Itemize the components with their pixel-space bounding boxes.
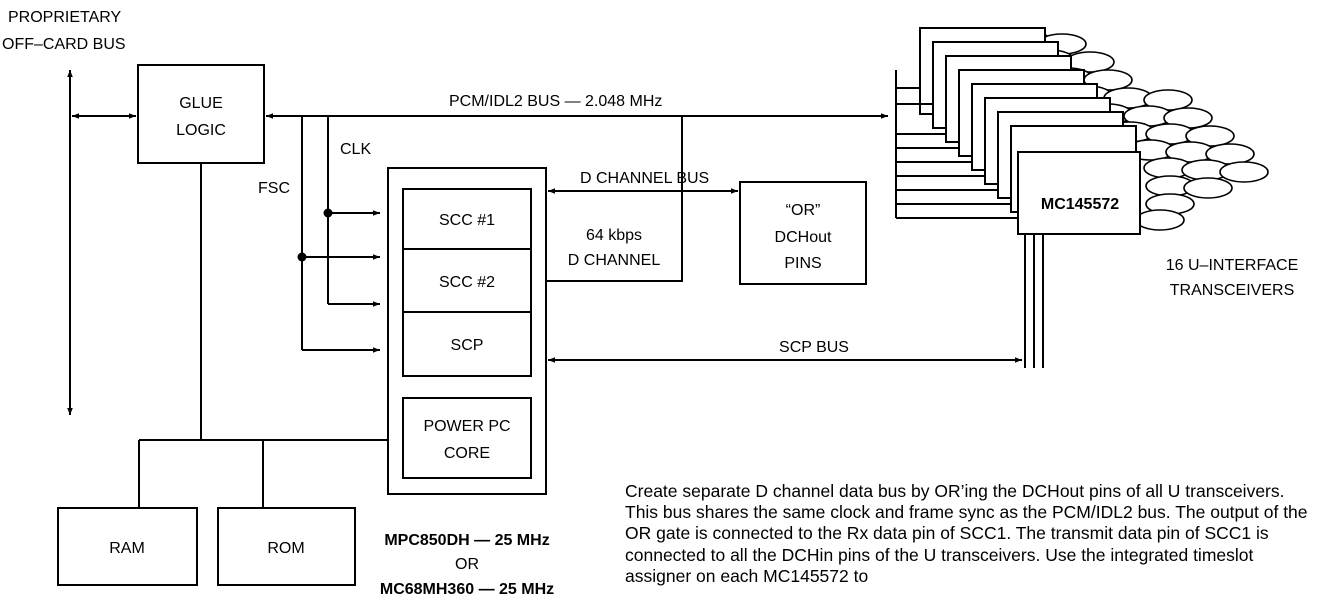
glue-logic-box	[137, 64, 265, 164]
d-channel-bus-label: D CHANNEL BUS	[580, 170, 709, 187]
scp-bus-label: SCP BUS	[779, 339, 849, 356]
d-channel-rate-label-2: D CHANNEL	[568, 252, 661, 269]
scp-label: SCP	[451, 337, 484, 354]
ram-label: RAM	[109, 540, 145, 557]
cpu-label-1: MPC850DH — 25 MHz	[384, 532, 549, 549]
transceivers-label-1: 16 U–INTERFACE	[1166, 257, 1298, 274]
offcard-bus-label-2: OFF–CARD BUS	[2, 36, 126, 53]
description-note: Create separate D channel data bus by OR…	[625, 481, 1308, 586]
glue-logic-label-1: GLUE	[179, 95, 223, 112]
glue-logic-label-2: LOGIC	[176, 122, 226, 139]
ram-box	[57, 507, 198, 586]
transceivers-label-2: TRANSCEIVERS	[1170, 282, 1294, 299]
d-channel-line	[546, 116, 683, 282]
or-gate-label-1: “OR”	[786, 202, 821, 219]
transceiver-chip-label: MC145572	[1041, 196, 1119, 213]
scc2-box	[402, 248, 532, 313]
fsc-label: FSC	[258, 180, 290, 197]
d-channel-rate-label-1: 64 kbps	[586, 227, 642, 244]
pcm-bus-label: PCM/IDL2 BUS — 2.048 MHz	[449, 93, 662, 110]
transceiver-stubs	[895, 70, 1018, 219]
transceiver-stack	[919, 27, 1141, 235]
clk-label: CLK	[340, 141, 371, 158]
or-gate-label-3: PINS	[784, 255, 821, 272]
core-label-1: POWER PC	[423, 418, 510, 435]
cpu-label-2: OR	[455, 556, 479, 573]
scc2-label: SCC #2	[439, 274, 495, 291]
offcard-bus-label-1: PROPRIETARY	[8, 9, 122, 26]
scc1-box	[402, 188, 532, 250]
rom-box	[217, 507, 356, 586]
scc1-label: SCC #1	[439, 212, 495, 229]
rom-label: ROM	[267, 540, 304, 557]
or-gate-box	[739, 181, 867, 285]
or-gate-label-2: DCHout	[775, 229, 832, 246]
core-box	[402, 397, 532, 479]
cpu-label-3: MC68MH360 — 25 MHz	[380, 581, 554, 598]
core-label-2: CORE	[444, 445, 490, 462]
scp-box	[402, 311, 532, 377]
